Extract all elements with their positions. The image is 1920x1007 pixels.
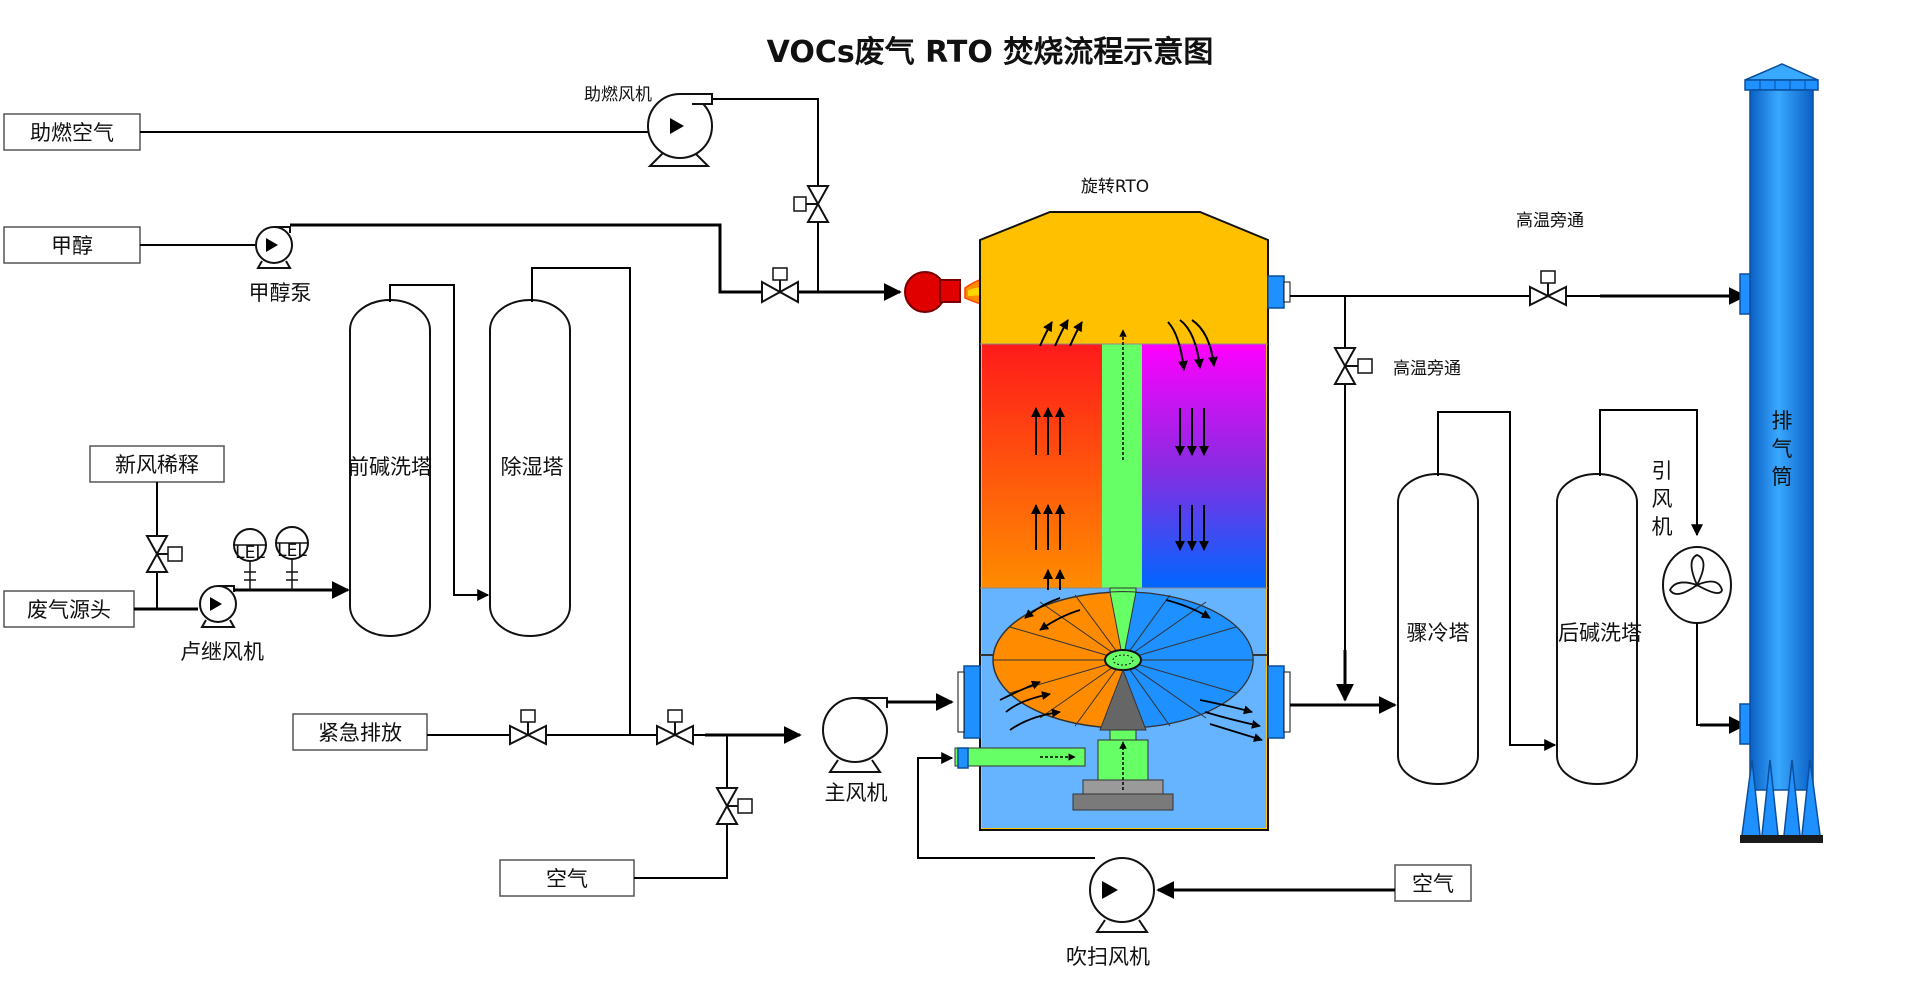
induced-fan: 引 风 机 xyxy=(1652,459,1732,624)
exhaust-stack: 排 气 筒 xyxy=(1739,63,1823,843)
dehumidifier-tower: 除湿塔 xyxy=(489,299,571,637)
dehumidifier-tower-label: 除湿塔 xyxy=(501,455,564,479)
rotary-rto: 旋转RTO xyxy=(954,177,1291,831)
pre-to-dehumid-pipe xyxy=(389,284,490,601)
stack-top-inlet-flange xyxy=(1739,273,1751,315)
quench-to-alkali-pipe xyxy=(1437,411,1557,751)
purge-fan-label: 吹扫风机 xyxy=(1066,945,1150,969)
emergency-discharge-box: 紧急排放 xyxy=(292,713,428,751)
air-right-box: 空气 xyxy=(1394,864,1472,902)
combustion-fan-label: 助燃风机 xyxy=(584,85,652,105)
hot-bypass-top-valve xyxy=(1529,270,1567,307)
fresh-air-dilution-box: 新风稀释 xyxy=(89,445,225,483)
air-left-box: 空气 xyxy=(499,859,635,897)
combustion-fan-outlet-pipe xyxy=(712,98,819,292)
air-left-valve xyxy=(715,787,753,825)
lel-2-label: LEL xyxy=(277,541,307,561)
purge-fan: 吹扫风机 xyxy=(1066,857,1155,969)
purge-fan-outlet-pipe xyxy=(917,752,1095,859)
quench-tower: 骤冷塔 xyxy=(1397,473,1479,785)
fan-blade-icon xyxy=(1668,554,1723,595)
waste-gas-source-label: 废气源头 xyxy=(27,598,111,622)
methanol-pump-outlet-pipe xyxy=(290,223,902,301)
air-right-label: 空气 xyxy=(1412,872,1454,896)
post-alkali-tower: 后碱洗塔 xyxy=(1556,473,1642,785)
booster-fan: 卢继风机 xyxy=(180,585,264,664)
combustion-fan: 助燃风机 xyxy=(584,85,713,167)
pre-alkali-tower-label: 前碱洗塔 xyxy=(348,455,432,479)
upflow-arrows xyxy=(1031,319,1083,590)
rto-center-channel xyxy=(1102,344,1142,588)
stack-bottom-inlet-flange xyxy=(1739,703,1751,745)
diagram-title: VOCs废气 RTO 焚烧流程示意图 xyxy=(767,35,1214,70)
hot-bypass-side-valve xyxy=(1333,347,1373,385)
rto-inlet-flange xyxy=(963,665,981,739)
main-fan-label: 主风机 xyxy=(825,781,888,805)
emergency-discharge-label: 紧急排放 xyxy=(318,721,402,745)
downflow-arrows xyxy=(1167,319,1218,551)
combustion-air-valve xyxy=(793,185,830,223)
methanol-valve xyxy=(761,267,799,304)
fresh-air-dilution-label: 新风稀释 xyxy=(115,453,199,477)
stack-label-1: 排 xyxy=(1772,409,1793,433)
air-left-label: 空气 xyxy=(546,867,588,891)
hot-bypass-side-label: 高温旁通 xyxy=(1393,359,1461,379)
rto-outlet-flange xyxy=(1267,665,1285,739)
air-left-pipe xyxy=(634,735,728,879)
fresh-air-valve xyxy=(145,535,183,573)
main-line-valve xyxy=(656,709,694,746)
methanol-label: 甲醇 xyxy=(51,234,93,258)
rto-hot-left-zone xyxy=(982,344,1102,588)
lel-sensor-2: LEL xyxy=(275,526,309,590)
stack-label-3: 筒 xyxy=(1772,465,1793,489)
induced-fan-label-1: 引 xyxy=(1652,459,1673,483)
methanol-box: 甲醇 xyxy=(3,226,141,264)
rto-top-outlet-flange xyxy=(1267,275,1285,309)
combustion-air-label: 助燃空气 xyxy=(30,121,114,145)
rto-hot-right-zone xyxy=(1142,344,1266,588)
lel-sensor-1: LEL xyxy=(233,528,267,590)
pre-alkali-tower: 前碱洗塔 xyxy=(348,299,432,637)
quench-tower-label: 骤冷塔 xyxy=(1407,621,1470,645)
hot-bypass-top-label: 高温旁通 xyxy=(1516,211,1584,231)
alkali-to-fan-pipe xyxy=(1599,409,1703,537)
methanol-pump-label: 甲醇泵 xyxy=(249,281,312,305)
induced-fan-label-2: 风 xyxy=(1652,487,1673,511)
post-alkali-tower-label: 后碱洗塔 xyxy=(1558,621,1642,645)
fan-to-stack-pipe xyxy=(1696,623,1740,726)
methanol-pump: 甲醇泵 xyxy=(249,226,312,305)
rotary-rto-label: 旋转RTO xyxy=(1081,177,1149,197)
induced-fan-label-3: 机 xyxy=(1652,515,1673,539)
combustion-air-box: 助燃空气 xyxy=(3,113,141,151)
dehumid-outlet-pipe xyxy=(531,267,631,735)
emergency-valve xyxy=(509,709,547,746)
main-fan: 主风机 xyxy=(822,697,888,805)
stack-label-2: 气 xyxy=(1772,437,1793,461)
waste-gas-source-box: 废气源头 xyxy=(3,590,135,628)
lel-1-label: LEL xyxy=(235,543,265,563)
booster-fan-label: 卢继风机 xyxy=(180,640,264,664)
